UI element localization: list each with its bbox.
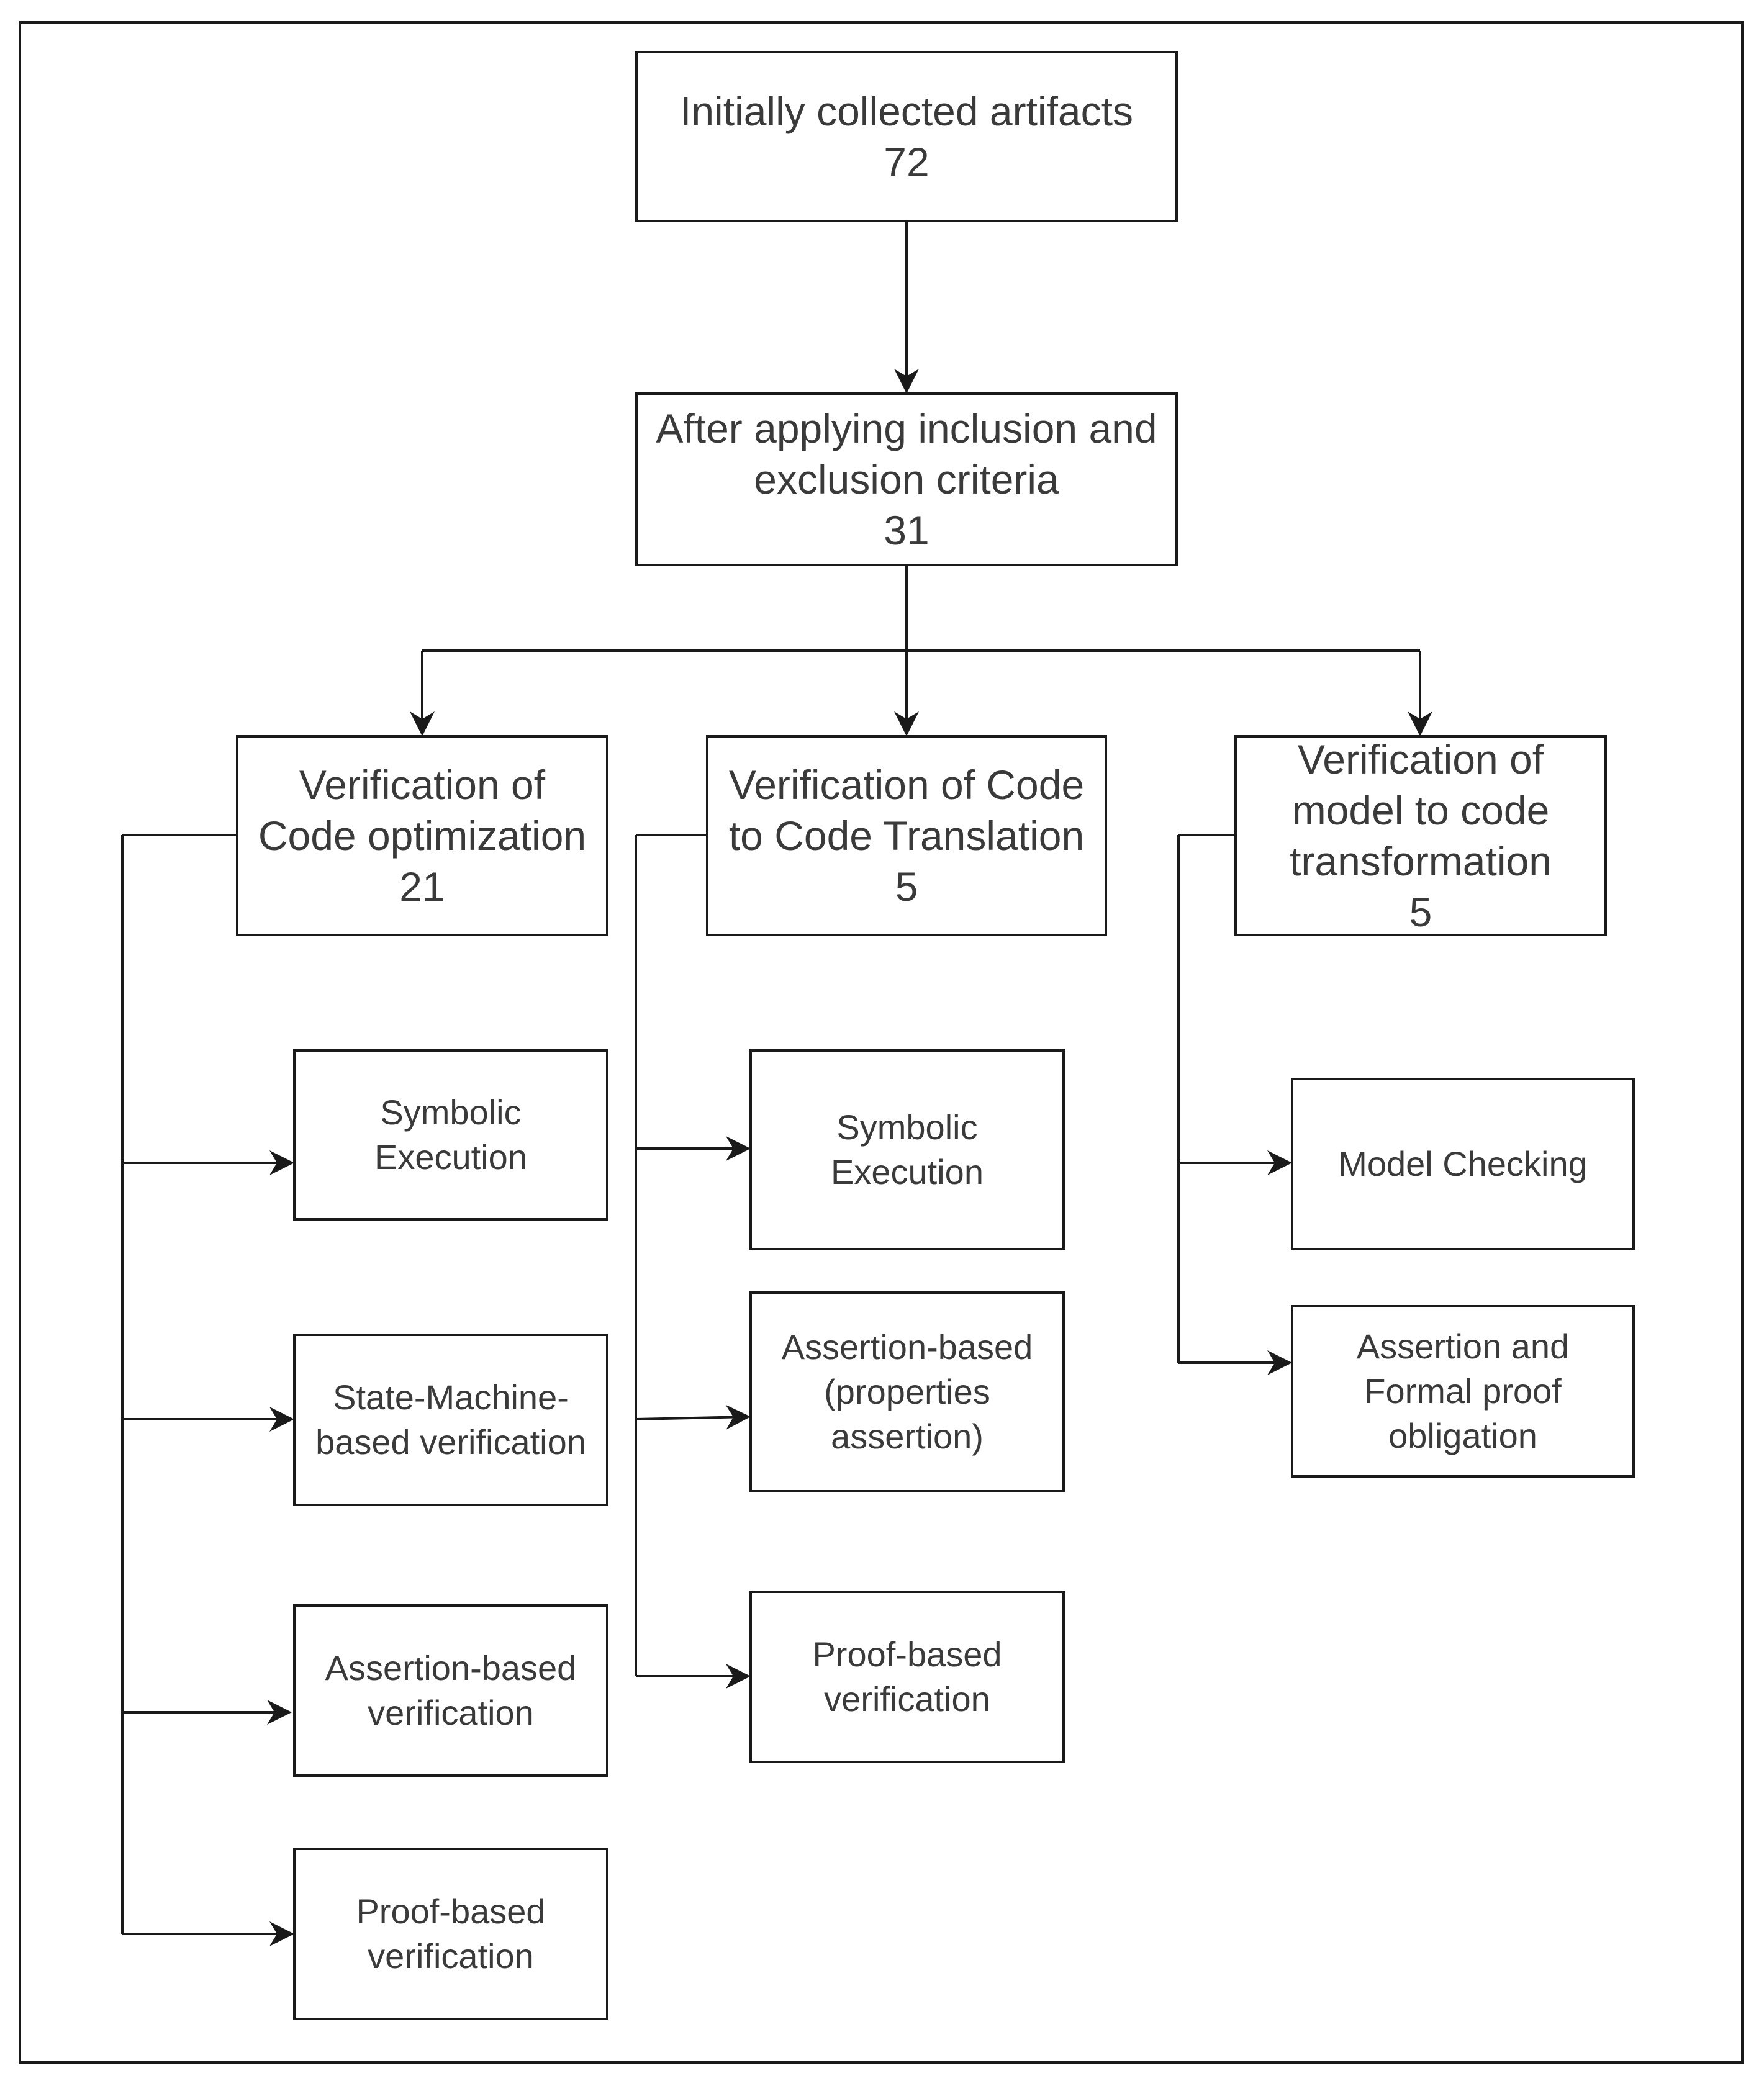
method-label-line: Formal proof	[1364, 1371, 1562, 1411]
method-label-line: Symbolic	[380, 1093, 522, 1132]
method-proof-based-box: Proof-based verification	[293, 1848, 608, 2020]
method-label-line: assertion)	[831, 1417, 984, 1456]
category-code-translation-box: Verification of Code to Code Translation…	[706, 735, 1107, 936]
method-label-line: verification	[368, 1936, 534, 1975]
method-label-line: verification	[368, 1693, 534, 1732]
method-label-line: Execution	[374, 1137, 527, 1176]
diagram-frame	[19, 21, 1744, 2064]
method-symbolic-execution-box: Symbolic Execution	[749, 1049, 1065, 1250]
method-label-line: obligation	[1388, 1416, 1537, 1455]
filtered-artifacts-box: After applying inclusion and exclusion c…	[635, 392, 1178, 566]
initial-artifacts-box: Initially collected artifacts 72	[635, 51, 1178, 222]
method-label-line: Proof-based	[812, 1635, 1002, 1674]
method-label-line: based verification	[315, 1422, 586, 1461]
category-model-transformation-box: Verification of model to code transforma…	[1234, 735, 1607, 936]
category-code-optimization-line1: Verification of	[299, 762, 546, 808]
method-assertion-based-box: Assertion-based verification	[293, 1604, 608, 1777]
method-state-machine-box: State-Machine- based verification	[293, 1334, 608, 1506]
method-proof-based-box: Proof-based verification	[749, 1591, 1065, 1763]
method-model-checking-box: Model Checking	[1291, 1078, 1635, 1250]
method-label-line: Assertion-based	[325, 1648, 577, 1687]
category-code-optimization-line2: Code optimization	[258, 813, 587, 859]
method-label-line: (properties	[824, 1372, 990, 1411]
method-label-line: Execution	[831, 1152, 984, 1191]
category-code-translation-line1: Verification of Code	[728, 762, 1085, 808]
category-model-transformation-count: 5	[1409, 889, 1432, 935]
category-code-translation-count: 5	[895, 864, 918, 910]
category-code-translation-line2: to Code Translation	[728, 813, 1085, 859]
method-formal-proof-box: Assertion and Formal proof obligation	[1291, 1305, 1635, 1478]
method-label-line: Symbolic	[836, 1108, 978, 1147]
filtered-count: 31	[884, 507, 929, 553]
method-label-line: Proof-based	[356, 1892, 546, 1931]
initial-artifacts-count: 72	[884, 139, 929, 185]
method-assertion-properties-box: Assertion-based (properties assertion)	[749, 1291, 1065, 1492]
method-label-line: State-Machine-	[333, 1378, 569, 1417]
category-model-transformation-line1: Verification of	[1297, 736, 1544, 782]
category-code-optimization-box: Verification of Code optimization 21	[236, 735, 608, 936]
arrow-cat2-assertion	[635, 1404, 751, 1430]
method-label-line: verification	[824, 1679, 990, 1718]
category-code-optimization-count: 21	[399, 864, 445, 910]
method-label-line: Model Checking	[1338, 1144, 1588, 1183]
initial-artifacts-label: Initially collected artifacts	[680, 88, 1133, 134]
method-label-line: Assertion and	[1356, 1327, 1570, 1366]
filtered-label-line2: exclusion criteria	[754, 456, 1059, 502]
method-symbolic-execution-box: Symbolic Execution	[293, 1049, 608, 1221]
category-model-transformation-line3: transformation	[1290, 838, 1552, 884]
method-label-line: Assertion-based	[781, 1327, 1033, 1366]
category-model-transformation-line2: model to code	[1291, 787, 1550, 833]
filtered-label-line1: After applying inclusion and	[656, 405, 1157, 451]
